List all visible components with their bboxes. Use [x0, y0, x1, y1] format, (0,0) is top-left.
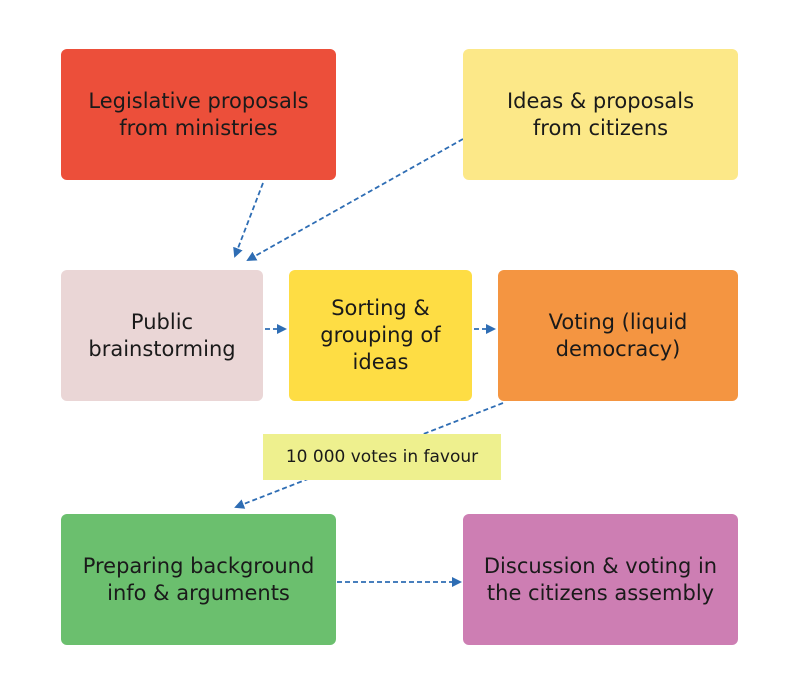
- arrow-citizens-to-brainstorming: [246, 138, 464, 261]
- node-citizens-label: Ideas & proposals from citizens: [506, 88, 695, 140]
- node-ministries: Legislative proposals from ministries: [61, 49, 336, 180]
- edge-label-votes: 10 000 votes in favour: [263, 434, 501, 480]
- node-sorting-label: Sorting & grouping of ideas: [320, 296, 441, 374]
- node-sorting: Sorting & grouping of ideas: [289, 270, 472, 401]
- node-assembly-label: Discussion & voting in the citizens asse…: [483, 553, 718, 605]
- node-citizens: Ideas & proposals from citizens: [463, 49, 738, 180]
- node-voting-label: Voting (liquid democracy): [548, 309, 688, 361]
- node-brainstorming-label: Public brainstorming: [88, 309, 236, 361]
- arrow-ministries-to-brainstorming: [233, 182, 264, 258]
- node-ministries-label: Legislative proposals from ministries: [88, 88, 309, 140]
- node-preparing-label: Preparing background info & arguments: [82, 553, 315, 605]
- edge-label-votes-text: 10 000 votes in favour: [285, 447, 479, 467]
- node-brainstorming: Public brainstorming: [61, 270, 263, 401]
- node-preparing: Preparing background info & arguments: [61, 514, 336, 645]
- node-voting: Voting (liquid democracy): [498, 270, 738, 401]
- node-assembly: Discussion & voting in the citizens asse…: [463, 514, 738, 645]
